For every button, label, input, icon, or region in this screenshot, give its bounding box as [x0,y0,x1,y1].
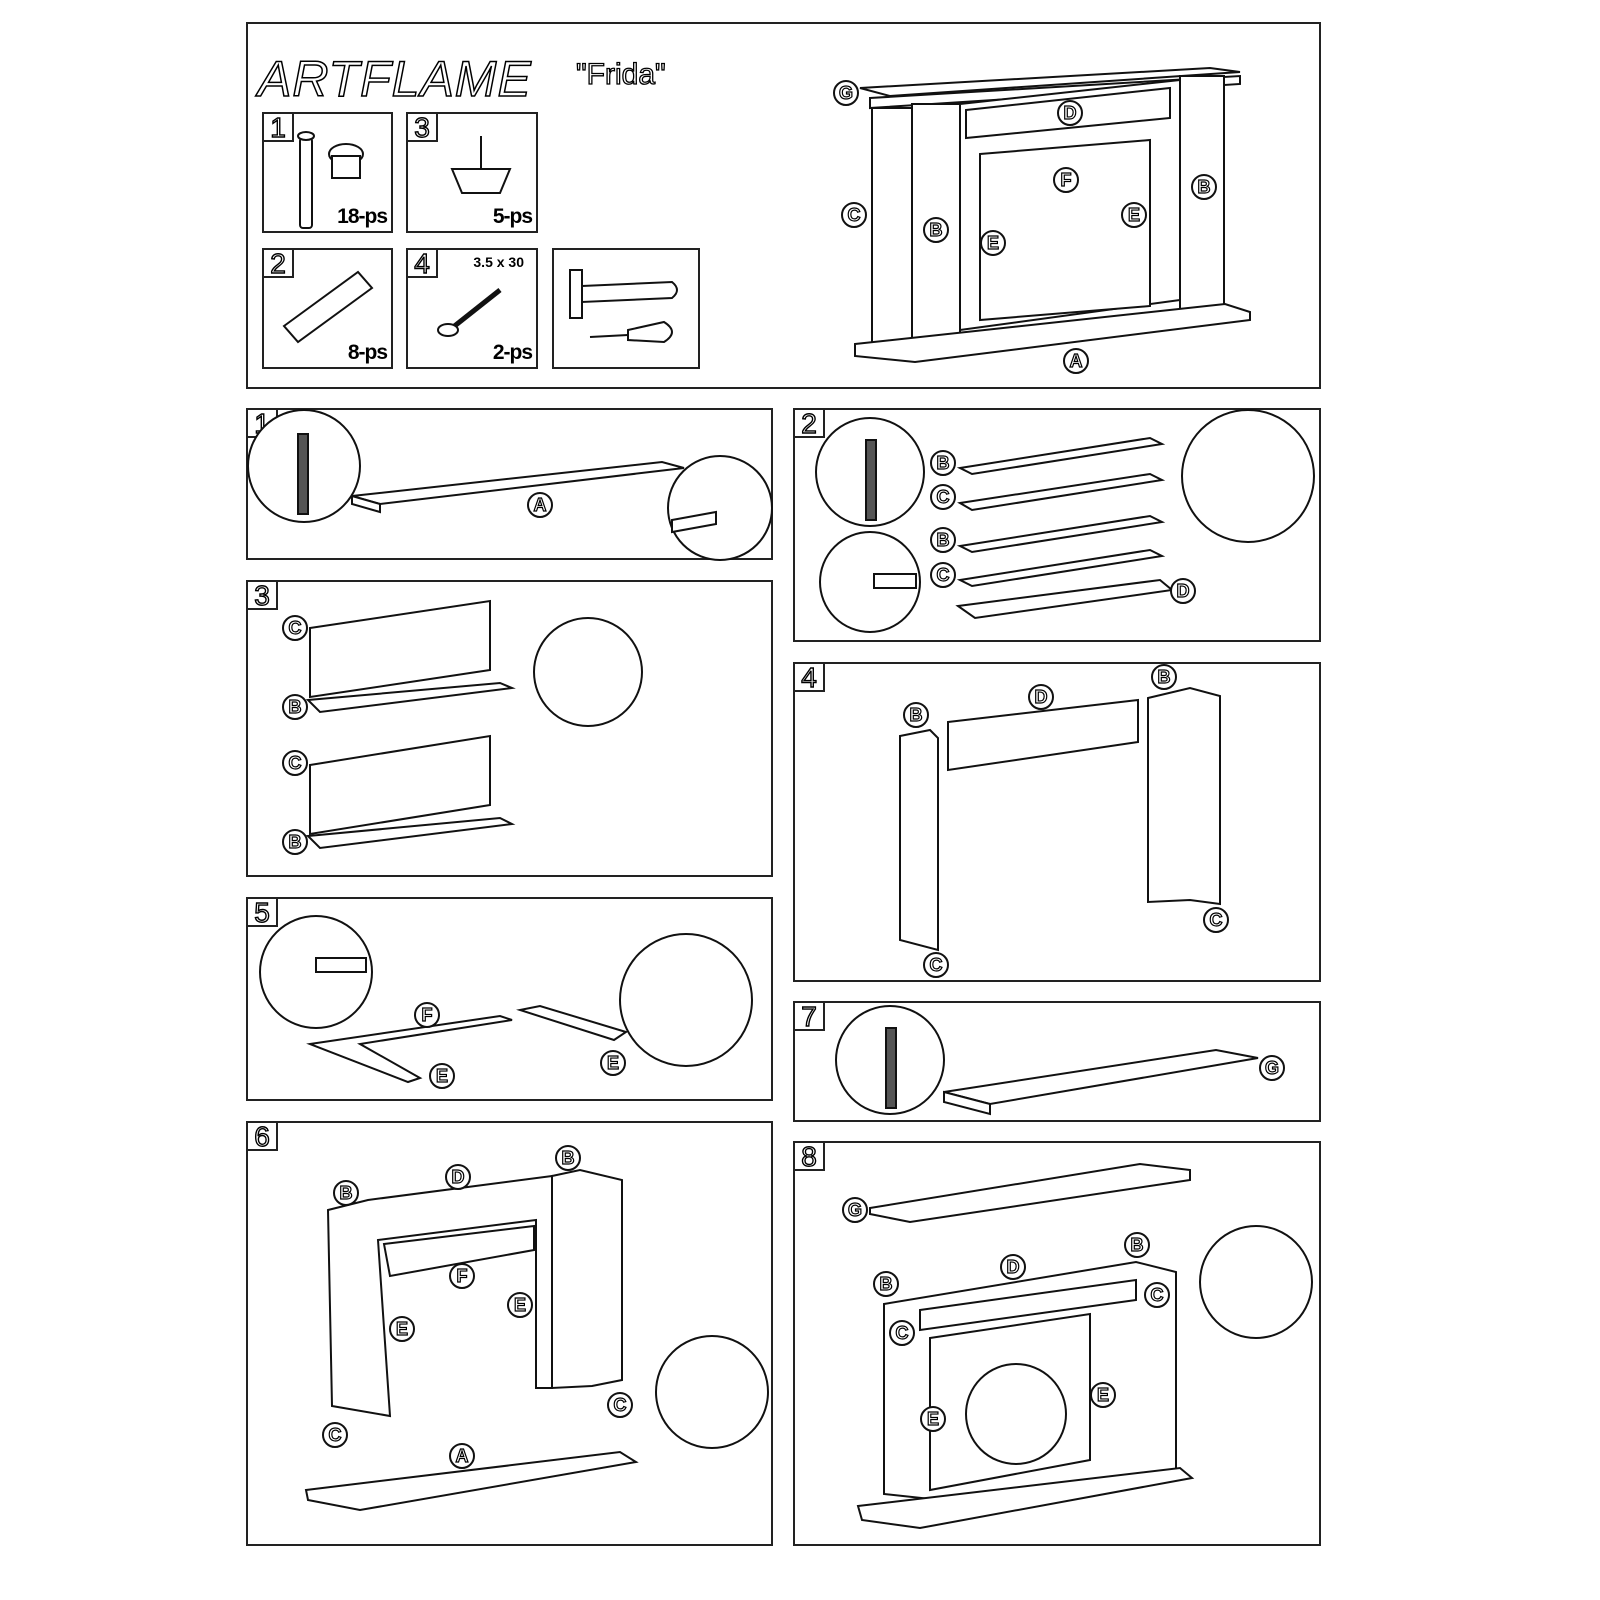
part-label: D [1170,578,1196,604]
part-label: C [930,484,956,510]
model-name: "Frida" [575,57,666,91]
step-number: 8 [793,1141,825,1171]
part-label: E [429,1063,455,1089]
part-label: E [600,1050,626,1076]
part-label: B [333,1180,359,1206]
hardware-box-1: 1 18-ps [262,112,393,233]
part-label: C [282,750,308,776]
step-8-panel: 8 [793,1141,1321,1546]
part-label: B [1191,174,1217,200]
part-label: G [1259,1055,1285,1081]
hardware-number: 3 [406,112,438,142]
step-6-panel: 6 [246,1121,773,1546]
part-label: C [889,1320,915,1346]
part-label: B [873,1271,899,1297]
screw-spec: 3.5 x 30 [473,254,524,270]
hardware-number: 1 [262,112,294,142]
step-number: 4 [793,662,825,692]
step-5-panel: 5 [246,897,773,1101]
step-number: 7 [793,1001,825,1031]
part-label: F [1053,167,1079,193]
part-label: E [980,230,1006,256]
part-label: F [414,1002,440,1028]
brand-logo: ARTFLAME [257,50,532,108]
part-label: E [920,1406,946,1432]
part-label: C [607,1392,633,1418]
step-2-panel: 2 [793,408,1321,642]
part-label: F [449,1263,475,1289]
step-number: 5 [246,897,278,927]
part-label: B [930,450,956,476]
step-4-panel: 4 [793,662,1321,982]
part-label: E [389,1316,415,1342]
part-label: D [1000,1254,1026,1280]
part-label: D [1057,100,1083,126]
part-label: D [445,1164,471,1190]
part-label: C [282,615,308,641]
step-1-panel: 1 [246,408,773,560]
step-number: 1 [246,408,278,438]
hardware-box-4: 4 3.5 x 30 2-ps [406,248,538,369]
part-label: E [507,1292,533,1318]
step-number: 2 [793,408,825,438]
part-label: D [1028,684,1054,710]
part-label: C [930,562,956,588]
part-label: A [1063,348,1089,374]
hardware-quantity: 2-ps [492,341,533,364]
hardware-quantity: 18-ps [337,205,388,228]
part-label: G [833,80,859,106]
hardware-number: 4 [406,248,438,278]
part-label: E [1121,202,1147,228]
part-label: B [903,702,929,728]
part-label: B [282,829,308,855]
part-label: C [1203,907,1229,933]
tools-box [552,248,700,369]
hardware-number: 2 [262,248,294,278]
part-label: B [282,694,308,720]
step-3-panel: 3 [246,580,773,877]
part-label: C [1144,1282,1170,1308]
part-label: C [841,202,867,228]
step-number: 6 [246,1121,278,1151]
hardware-box-2: 2 8-ps [262,248,393,369]
part-label: E [1090,1382,1116,1408]
part-label: C [322,1422,348,1448]
part-label: C [923,952,949,978]
hardware-quantity: 8-ps [347,341,388,364]
part-label: B [1151,664,1177,690]
part-label: B [923,217,949,243]
part-label: B [1124,1232,1150,1258]
hardware-box-3: 3 5-ps [406,112,538,233]
part-label: G [842,1197,868,1223]
part-label: B [930,527,956,553]
part-label: A [449,1443,475,1469]
hardware-quantity: 5-ps [492,205,533,228]
part-label: A [527,492,553,518]
step-7-panel: 7 [793,1001,1321,1122]
step-number: 3 [246,580,278,610]
part-label: B [555,1145,581,1171]
